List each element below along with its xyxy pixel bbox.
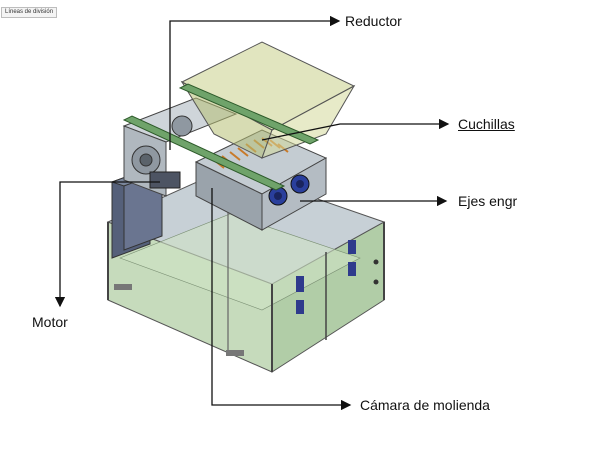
motor-leader	[54, 181, 160, 308]
reductor-leader	[169, 15, 341, 150]
door-latch	[348, 240, 356, 254]
cuchillas-leader	[261, 118, 450, 141]
door-latch	[348, 262, 356, 276]
door-latch	[296, 276, 304, 292]
label-reductor: Reductor	[345, 13, 402, 29]
camara-leader	[211, 188, 352, 411]
hopper	[180, 41, 356, 159]
division-lines-tooltip: Líneas de división	[1, 7, 58, 18]
door-latch	[296, 300, 304, 314]
label-motor: Motor	[32, 314, 68, 330]
label-cuchillas: Cuchillas	[458, 116, 515, 132]
annotation-leaders	[54, 15, 450, 411]
label-ejes-engr: Ejes engr	[458, 193, 518, 209]
mounting-rails	[122, 83, 320, 191]
frame-foot	[114, 284, 132, 290]
frame-foot	[226, 350, 244, 356]
label-camara-de-molienda: Cámara de molienda	[360, 397, 490, 413]
grinding-chamber-frame	[106, 167, 386, 373]
